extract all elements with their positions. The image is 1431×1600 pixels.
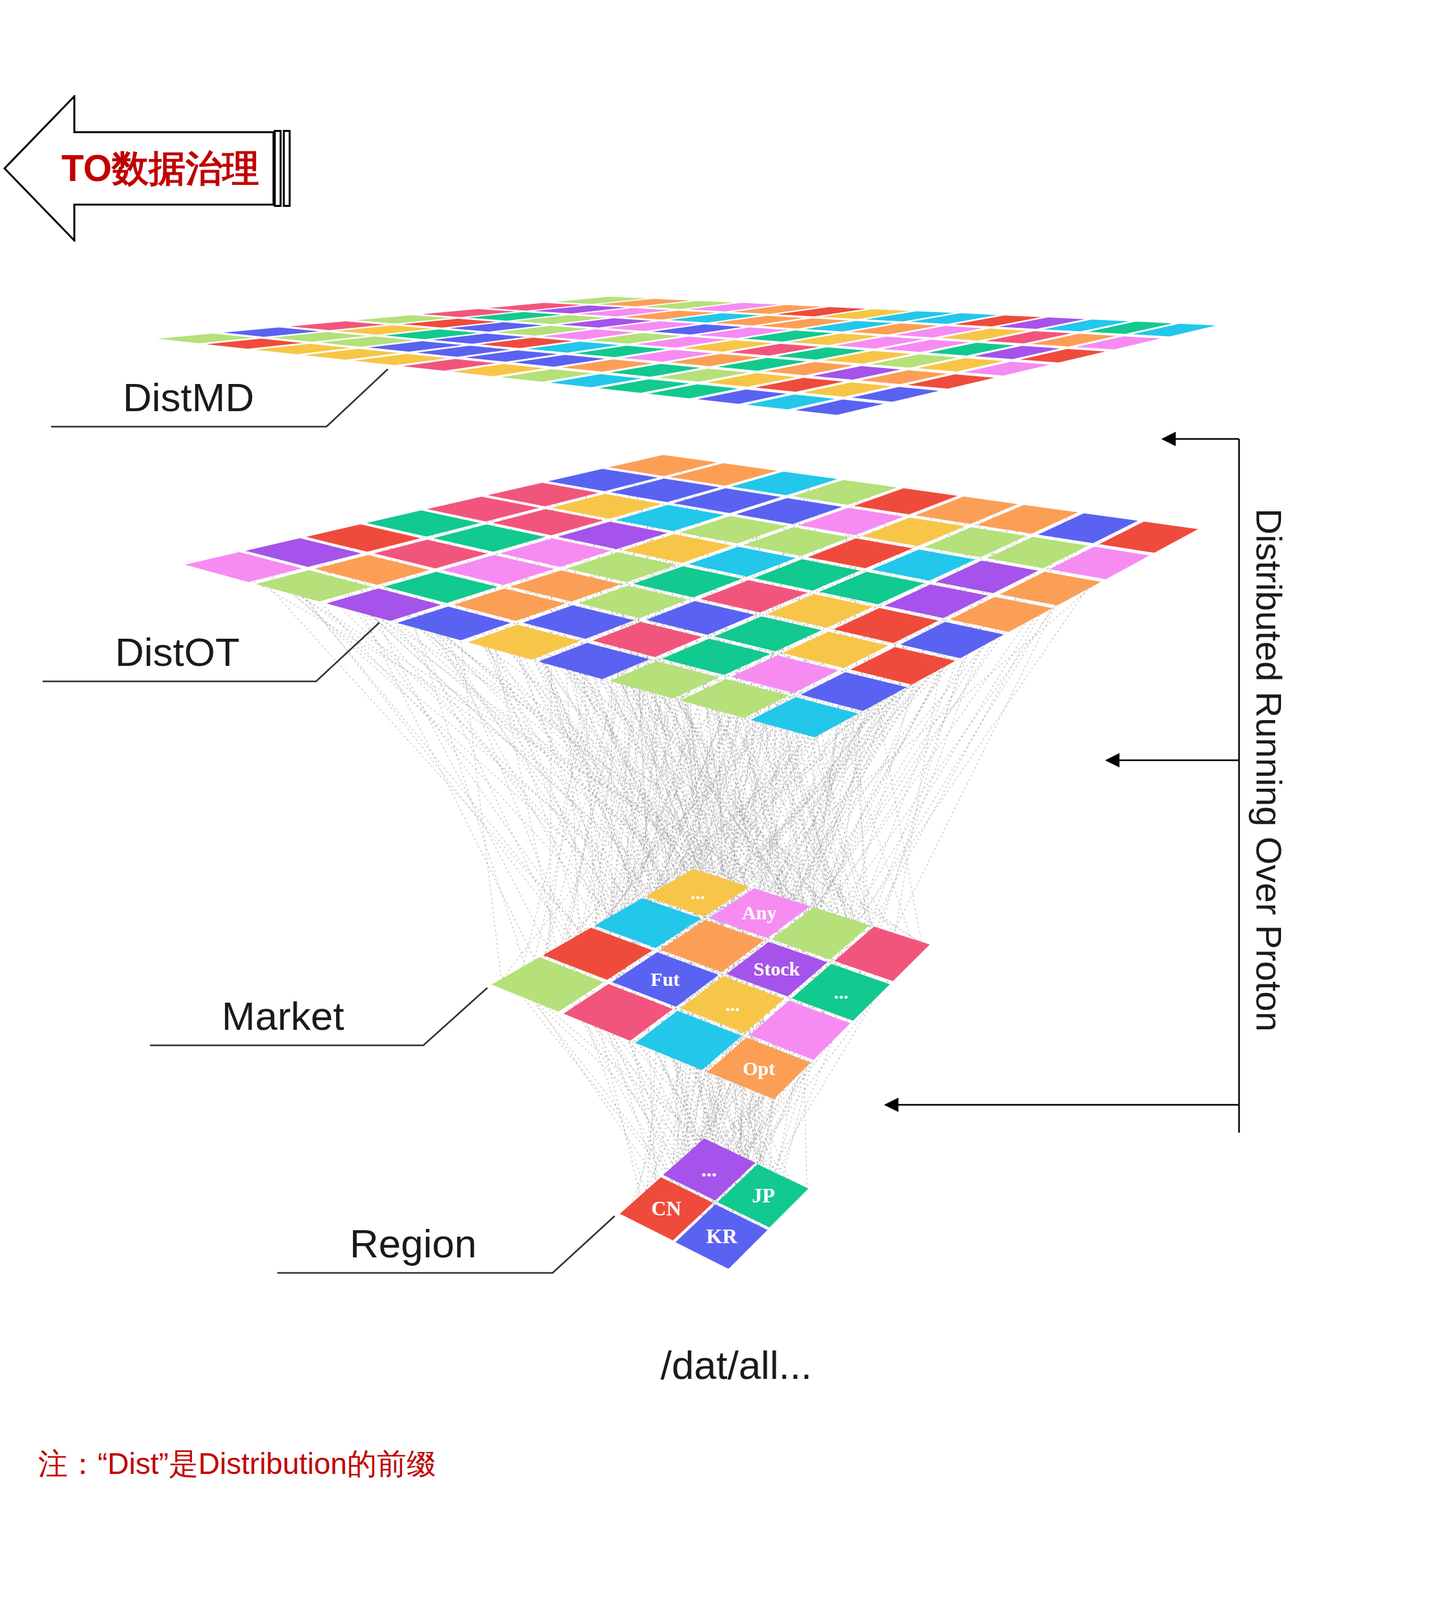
bracket-arrow: [1162, 438, 1240, 441]
dotted-links: [236, 460, 1102, 1262]
tile-label: Opt: [742, 1058, 775, 1079]
grid-tile: [1049, 546, 1150, 580]
side-caption: Distributed Running Over Proton: [1247, 506, 1289, 1035]
grid-tiles: [157, 296, 1216, 1070]
grid-tile: [1132, 323, 1217, 337]
tile-label: ...: [725, 994, 741, 1015]
leader-line: [42, 622, 380, 682]
tile-label: ...: [690, 882, 706, 903]
dotted-link: [285, 571, 585, 955]
leader-line: [51, 369, 388, 427]
tile-fill: [680, 975, 785, 1033]
arrow-label: TO数据治理: [61, 148, 260, 189]
bracket-line: [1238, 438, 1241, 1133]
dotted-link: [790, 611, 1042, 1075]
grid-tile: [1099, 521, 1199, 553]
dotted-link: [347, 566, 788, 939]
grid-tile-node: Any: [709, 888, 810, 938]
bracket-arrow: [1106, 759, 1240, 762]
bracket: [885, 438, 1240, 1133]
tile-label: ...: [701, 1158, 717, 1181]
grid-tile: [1076, 336, 1161, 350]
dotted-link: [276, 581, 750, 971]
tile-label: Fut: [650, 968, 680, 990]
grid-tile: [751, 697, 859, 738]
tile-label: Stock: [753, 958, 801, 980]
dotted-link: [616, 470, 863, 941]
grid-tile-node: ...: [791, 963, 891, 1021]
tile-label: KR: [706, 1225, 738, 1248]
dotted-link: [408, 608, 527, 972]
tile-fill: [675, 1204, 768, 1269]
layer-label: Market: [219, 992, 347, 1039]
arrow-box: TO数据治理: [3, 95, 293, 242]
dotted-link: [307, 546, 858, 951]
dotted-link: [248, 563, 819, 918]
grid-tile: [795, 399, 884, 415]
bracket-arrow: [885, 1103, 1240, 1106]
tile-label: JP: [751, 1184, 775, 1207]
leader-line: [277, 1215, 615, 1273]
dotted-link: [816, 540, 1102, 939]
dotted-link: [694, 959, 905, 1232]
arrow-bar: [274, 131, 281, 207]
tile-fill: [707, 1037, 811, 1099]
grid-tile: [851, 387, 940, 403]
grid-tile-node: KR: [675, 1204, 768, 1269]
dotted-link: [576, 513, 860, 973]
arrow-text-wrap: TO数据治理: [61, 148, 260, 189]
dotted-link: [745, 545, 1064, 1011]
layer-label: Region: [347, 1220, 479, 1267]
dotted-link: [588, 562, 881, 940]
path-label: /dat/all...: [657, 1341, 815, 1388]
grid-tile-node: ...: [680, 975, 785, 1033]
leader-lines: [42, 369, 615, 1273]
grid-tile: [999, 571, 1102, 605]
dotted-link: [674, 695, 694, 893]
note: 注：“Dist”是Distribution的前缀: [35, 1446, 439, 1481]
dotted-link: [355, 578, 582, 1011]
dotted-link: [445, 634, 788, 944]
leader-line: [149, 987, 488, 1046]
tile-label: Any: [742, 902, 777, 923]
grid-tile: [908, 374, 995, 389]
arrow-outline: [4, 96, 274, 241]
grid-tile: [1019, 349, 1106, 363]
grid-tile: [963, 361, 1050, 376]
grid-tile-node: Opt: [707, 1037, 811, 1099]
layer-label: DistOT: [112, 628, 243, 675]
tile-fill: [791, 963, 891, 1021]
dotted-link: [668, 509, 988, 912]
layer-label: DistMD: [120, 374, 257, 421]
dotted-link: [504, 570, 653, 917]
dotted-link: [619, 603, 1007, 1005]
tile-fill: [709, 888, 810, 938]
dotted-link: [314, 550, 659, 1045]
tile-label: CN: [651, 1197, 682, 1220]
tile-label: ...: [833, 981, 849, 1003]
dotted-link: [544, 509, 973, 964]
dotted-link: [594, 525, 932, 931]
dotted-link: [837, 621, 973, 972]
arrow-bar: [283, 131, 290, 207]
dotted-link: [524, 546, 1084, 995]
